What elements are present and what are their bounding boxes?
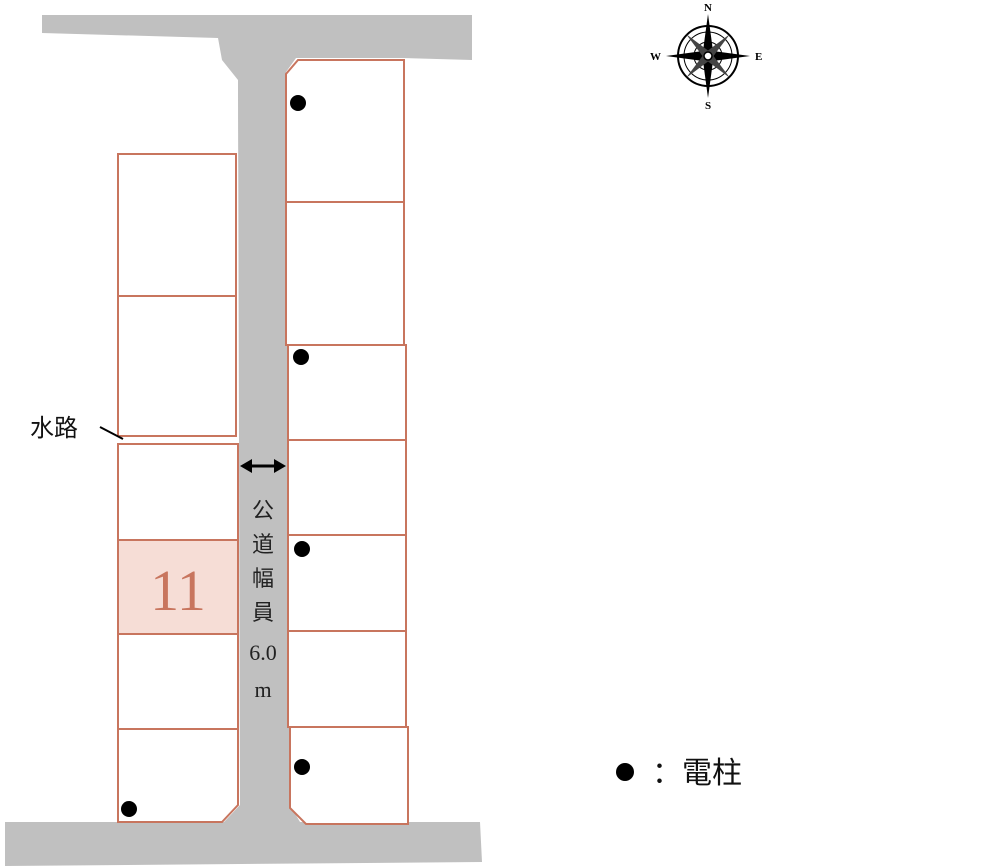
lot-east-6 — [287, 630, 407, 728]
lot-east-2 — [285, 201, 405, 346]
utility-poles — [121, 95, 310, 817]
road-width-char: 道 — [252, 532, 274, 557]
west-lots — [117, 153, 239, 823]
lot-east-7 — [289, 726, 409, 825]
utility-pole — [294, 541, 310, 557]
road-width-label: 公 道 幅 員 6.0 m — [249, 498, 277, 702]
lot-west-1 — [117, 153, 237, 297]
lot-west-3 — [117, 443, 239, 541]
bottom-road — [5, 805, 482, 866]
lot-11 — [117, 539, 239, 635]
road-width-char: 員 — [252, 600, 274, 625]
waterway-label: 水路 — [30, 415, 78, 442]
lot-west-5 — [117, 633, 239, 730]
road-network — [5, 15, 482, 866]
compass-south: S — [705, 100, 711, 112]
utility-pole — [121, 801, 137, 817]
road-width-char: 6.0 — [249, 640, 277, 665]
lot-west-6 — [117, 728, 239, 823]
lot-number-label: 11 — [150, 558, 206, 623]
legend-pole-icon — [616, 763, 634, 781]
lot-west-2 — [117, 295, 237, 437]
lot-east-1 — [285, 59, 405, 203]
road-width-char: m — [254, 677, 271, 702]
road-width-char: 公 — [252, 498, 274, 523]
road-width-arrow-icon — [240, 459, 286, 473]
compass-west: W — [650, 51, 661, 63]
compass-north: N — [704, 2, 712, 14]
utility-pole — [293, 349, 309, 365]
road-width-char: 幅 — [252, 566, 274, 591]
legend-pole-label: ：電柱 — [652, 757, 742, 790]
utility-pole — [290, 95, 306, 111]
lot-east-4 — [287, 439, 407, 536]
compass-rose-icon: N S E W — [650, 2, 762, 112]
waterway-callout: 水路 — [30, 415, 124, 442]
compass-east: E — [755, 51, 762, 63]
legend: ：電柱 — [616, 757, 742, 790]
utility-pole — [294, 759, 310, 775]
main-public-road — [238, 72, 300, 822]
east-lots — [285, 59, 409, 825]
